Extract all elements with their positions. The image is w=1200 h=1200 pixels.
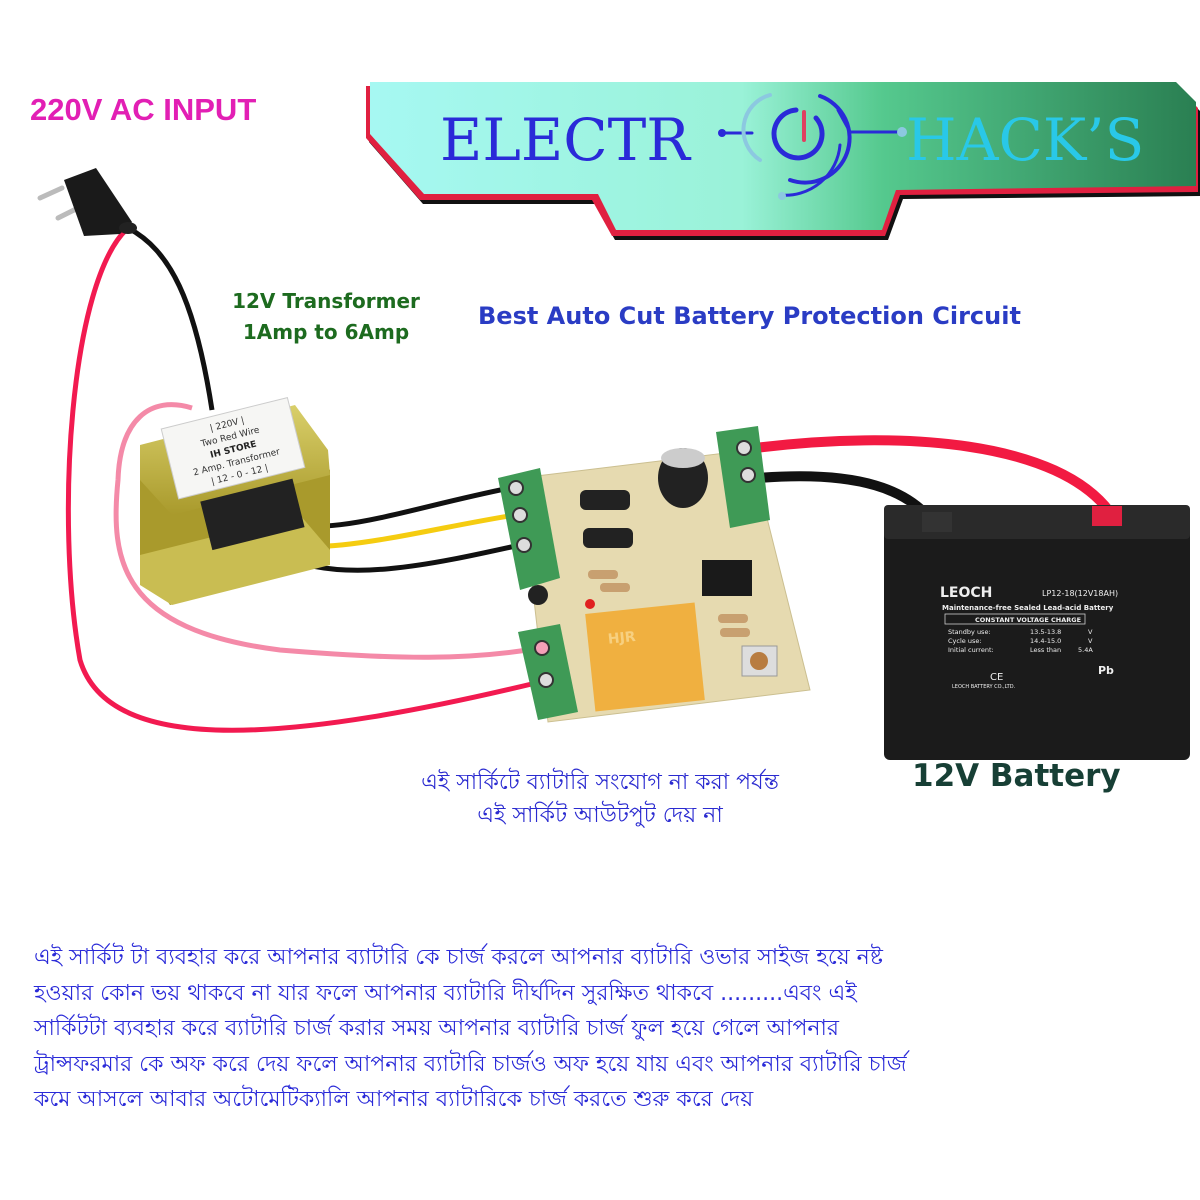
lead-acid-battery: LEOCH LP12-18(12V18AH) Maintenance-free … xyxy=(884,505,1190,760)
ic-chip xyxy=(702,560,752,596)
resistor xyxy=(600,583,630,592)
diode xyxy=(580,490,630,510)
charge-row-value: Less than xyxy=(1030,646,1061,654)
transformer-title-line2: 1Amp to 6Amp xyxy=(242,320,410,344)
charge-row-value: 14.4-15.0 xyxy=(1030,637,1061,645)
diode xyxy=(583,528,633,548)
transformer-title: 12V Transformer 1Amp to 6Amp xyxy=(226,286,426,348)
red-ac-wire xyxy=(65,226,541,733)
input-terminal-block xyxy=(498,468,560,590)
relay-brand: HJR xyxy=(607,629,636,648)
ac-terminal-block xyxy=(518,624,578,720)
pb-mark: Pb xyxy=(1098,664,1114,677)
charge-row-unit: V xyxy=(1088,628,1093,636)
relay xyxy=(585,602,705,712)
description-line: সার্কিটটা ব্যবহার করে ব্যাটারি চার্জ করা… xyxy=(34,1016,840,1041)
charge-header: CONSTANT VOLTAGE CHARGE xyxy=(975,616,1081,624)
caption-line1: এই সার্কিটে ব্যাটারি সংযোগ না করা পর্যন্… xyxy=(421,770,779,795)
description-paragraph: এই সার্কিট টা ব্যবহার করে আপনার ব্যাটারি… xyxy=(34,940,907,1118)
led xyxy=(585,599,595,609)
description-line: হওয়ার কোন ভয় থাকবে না যার ফলে আপনার ব্… xyxy=(34,980,857,1006)
resistor xyxy=(718,614,748,623)
description-line: কমে আসলে আবার অটোমেটিক্যালি আপনার ব্যাটা… xyxy=(34,1087,754,1112)
circuit-caption: এই সার্কিটে ব্যাটারি সংযোগ না করা পর্যন্… xyxy=(300,766,900,832)
transformer: | 220V | Two Red Wire IH STORE 2 Amp. Tr… xyxy=(140,396,330,605)
battery-model: LP12-18(12V18AH) xyxy=(1042,589,1118,598)
battery-maker: LEOCH BATTERY CO.,LTD. xyxy=(952,684,1016,690)
page-title: Best Auto Cut Battery Protection Circuit xyxy=(478,302,1021,330)
charge-row-label: Cycle use: xyxy=(948,637,982,645)
ac-input-label: 220V AC INPUT xyxy=(30,92,257,127)
charge-row-label: Initial current: xyxy=(948,646,994,654)
logo-left-text: ELECTR xyxy=(440,106,692,174)
caption-line2: এই সার্কিট আউটপুট দেয় না xyxy=(477,803,723,828)
charge-row-value: 13.5-13.8 xyxy=(1030,628,1061,636)
battery-title: 12V Battery xyxy=(912,758,1121,794)
pink-transformer-wire xyxy=(113,402,541,660)
black-ac-wire xyxy=(126,225,215,411)
electro-hacks-logo: ELECTR HACK’S xyxy=(366,82,1200,240)
ac-plug-icon xyxy=(37,168,137,236)
resistor xyxy=(588,570,618,579)
charge-row-label: Standby use: xyxy=(948,628,991,636)
logo-right-text: HACK’S xyxy=(906,106,1144,174)
power-icon xyxy=(718,93,907,200)
transformer-label: | 220V | Two Red Wire IH STORE 2 Amp. Tr… xyxy=(160,396,306,500)
battery-type: Maintenance-free Sealed Lead-acid Batter… xyxy=(942,604,1114,612)
battery-brand: LEOCH xyxy=(940,585,992,601)
charge-row-unit: 5.4A xyxy=(1078,646,1093,654)
charge-row-unit: V xyxy=(1088,637,1093,645)
transformer-title-line1: 12V Transformer xyxy=(232,289,420,313)
ce-mark: CE xyxy=(990,672,1003,683)
transistor xyxy=(528,585,548,605)
description-line: ট্রান্সফরমার কে অফ করে দেয় ফলে আপনার ব্… xyxy=(34,1051,907,1077)
description-line: এই সার্কিট টা ব্যবহার করে আপনার ব্যাটারি… xyxy=(34,945,883,970)
resistor xyxy=(720,628,750,637)
red-battery-wire xyxy=(754,435,1117,518)
protection-circuit-board: HJR xyxy=(498,426,811,723)
